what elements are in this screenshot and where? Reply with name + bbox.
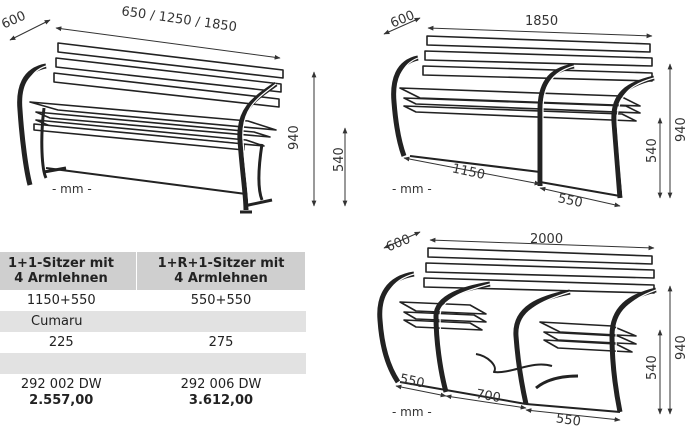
bench-1-height-seat-label: 540: [332, 147, 347, 172]
bench-3-unit-label: - mm -: [392, 405, 432, 419]
bench-3-seg-a-label: 550: [398, 372, 425, 392]
table-header-col1: 1+1-Sitzer mit 4 Armlehnen: [0, 252, 137, 290]
bench-3-seg-c-label: 550: [555, 411, 582, 429]
bench-2-height-total-label: 940: [674, 117, 689, 142]
bench-2-unit-label: - mm -: [392, 182, 432, 196]
table-header-col2: 1+R+1-Sitzer mit 4 Armlehnen: [136, 252, 306, 290]
bench-2-width-label: 1850: [525, 14, 558, 29]
cell-weight-col2: 275: [208, 334, 234, 350]
bench-2-height-seat-label: 540: [645, 138, 660, 163]
bench-2-seg-a-label: 1150: [451, 161, 486, 183]
bench-2-depth-label: 600: [388, 8, 417, 31]
bench-1-drawing: [17, 42, 284, 214]
cell-sizes-col2: 550+550: [190, 292, 252, 308]
cell-weight-col1: 225: [48, 334, 74, 350]
cell-spacer: [0, 353, 306, 374]
cell-material: Cumaru: [0, 311, 306, 332]
article-number-col2: 292 006 DW: [180, 377, 262, 392]
table-row-article-price: 292 002 DW 2.557,00 292 006 DW 3.612,00: [0, 374, 306, 412]
bench-1-dimensions: [9, 19, 348, 207]
cell-article-col1: 292 002 DW 2.557,00: [0, 374, 137, 412]
bench-3-seg-b-label: 700: [475, 387, 502, 406]
cell-sizes-col1: 1150+550: [26, 292, 96, 308]
bench-3-height-total-label: 940: [674, 335, 689, 360]
header-col2-line2: 4 Armlehnen: [174, 271, 268, 286]
cell-article-col2: 292 006 DW 3.612,00: [137, 374, 306, 412]
bench-1-depth-label: 600: [0, 9, 28, 33]
bench-3-width-label: 2000: [530, 232, 563, 247]
bench-2-dimensions: [383, 17, 673, 208]
table-row-spacer: [0, 353, 306, 374]
table-row-weight: 225 275: [0, 332, 306, 353]
table-row-material: Cumaru: [0, 311, 306, 332]
bench-3-depth-label: 600: [384, 232, 413, 255]
bench-1-width-label: 650 / 1250 / 1850: [120, 4, 237, 35]
bench-2-drawing: [391, 35, 655, 199]
bench-3-height-seat-label: 540: [645, 355, 660, 380]
header-col1-line2: 4 Armlehnen: [14, 271, 108, 286]
spec-table: 1+1-Sitzer mit 4 Armlehnen 1+R+1-Sitzer …: [0, 252, 306, 412]
header-col2-line1: 1+R+1-Sitzer mit: [157, 256, 285, 271]
bench-2-seg-b-label: 550: [556, 191, 583, 211]
bench-1-unit-label: - mm -: [52, 182, 92, 196]
bench-1-height-total-label: 940: [287, 125, 302, 150]
price-col2: 3.612,00: [188, 393, 254, 408]
header-col1-line1: 1+1-Sitzer mit: [8, 256, 114, 271]
table-row-sizes: 1150+550 550+550: [0, 290, 306, 311]
article-number-col1: 292 002 DW: [20, 377, 102, 392]
bench-3-dimensions: [383, 231, 673, 422]
price-col1: 2.557,00: [29, 393, 94, 408]
